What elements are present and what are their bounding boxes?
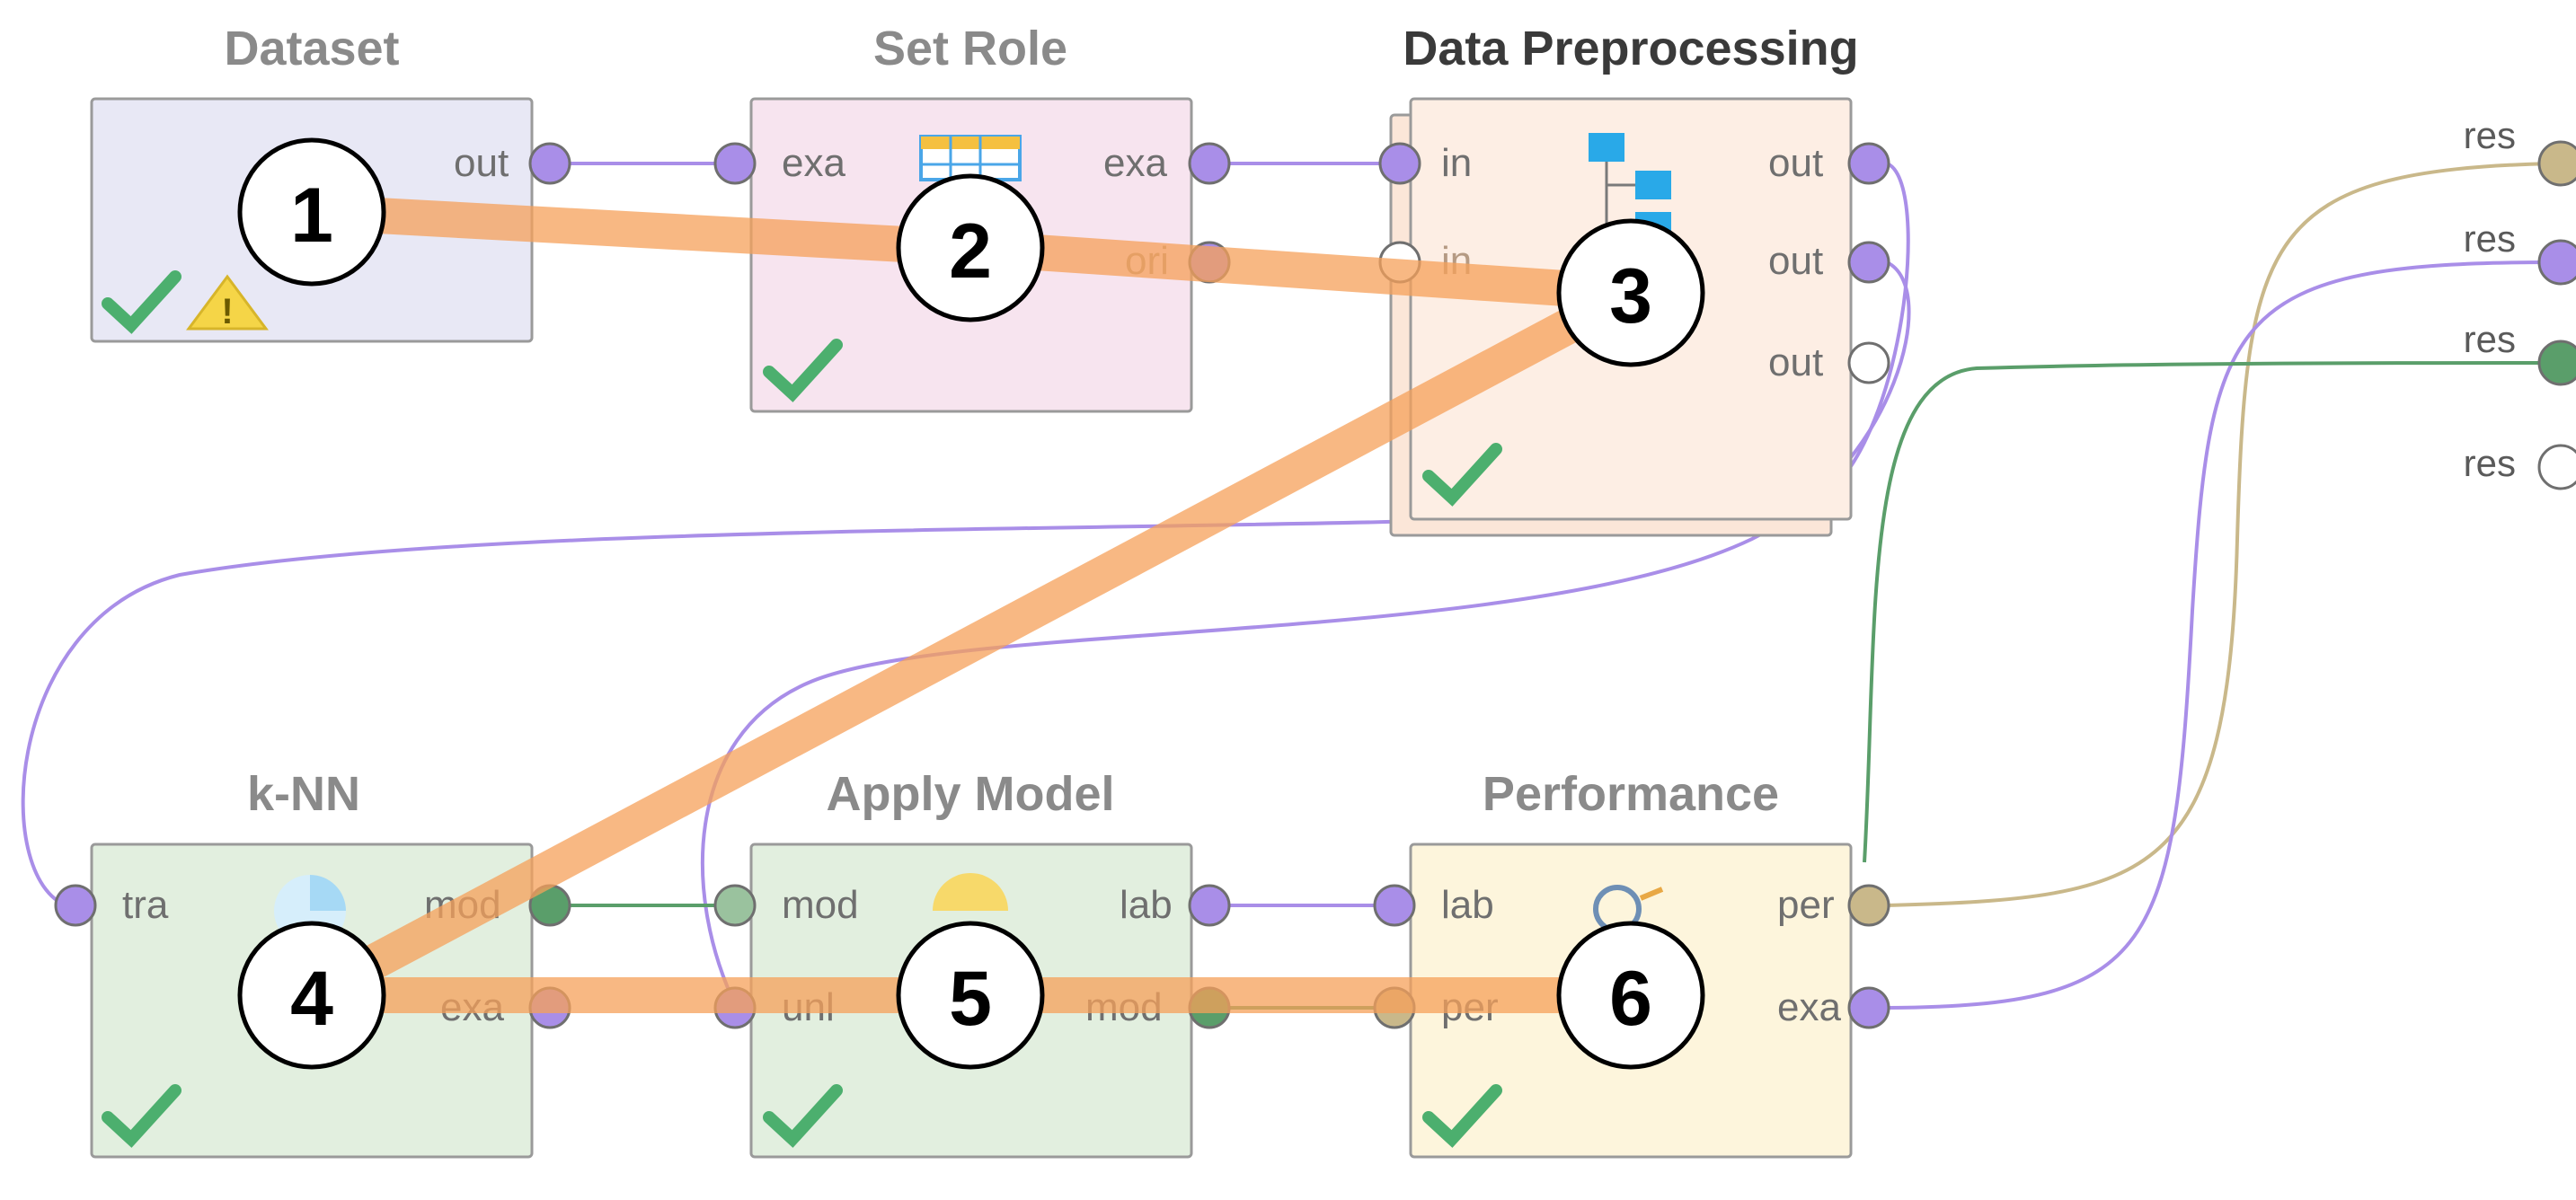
checkmark-icon [1422,443,1502,507]
input-port[interactable] [713,884,757,927]
port-label: lab [1120,883,1173,927]
checkmark-icon [1422,1084,1502,1148]
input-port[interactable] [1378,142,1421,185]
checkmark-icon [102,1084,181,1148]
port-label: out [454,141,509,185]
svg-text:!: ! [221,292,233,331]
step-badge: 3 [1556,218,1705,367]
port-label: exa [1103,141,1167,185]
operator-title: k-NN [247,767,360,821]
port-label: lab [1441,883,1494,927]
step-badge: 4 [237,921,386,1070]
input-port[interactable] [54,884,97,927]
result-port[interactable] [2537,444,2576,490]
step-badge: 1 [237,137,386,287]
svg-text:4: 4 [290,956,333,1042]
wire-performance-per-to-res[interactable] [1886,162,2553,907]
operator-title: Apply Model [827,767,1115,821]
svg-text:2: 2 [949,208,992,295]
output-port[interactable] [1847,341,1890,384]
port-label: tra [122,883,169,927]
result-ports: res res res res [2464,114,2576,490]
checkmark-icon [763,1084,843,1148]
checkmark-icon [763,339,843,402]
port-label: in [1441,141,1472,185]
input-port[interactable] [1373,884,1416,927]
wire-performance-to-res-green[interactable] [1863,361,2553,863]
operator-title: Dataset [224,22,399,75]
port-label: per [1777,883,1835,927]
input-port[interactable] [713,142,757,185]
output-port[interactable] [528,142,571,185]
output-port[interactable] [1188,884,1231,927]
operator-title: Data Preprocessing [1403,22,1858,75]
step-badge: 5 [896,921,1045,1070]
operator-title: Set Role [873,22,1067,75]
svg-text:3: 3 [1609,253,1652,340]
step-badges: 1 2 3 4 5 6 [237,137,1705,1070]
svg-text:6: 6 [1609,956,1652,1042]
result-port[interactable] [2537,140,2576,187]
result-port-label: res [2464,217,2516,260]
step-badge: 2 [896,173,1045,322]
svg-text:5: 5 [949,956,992,1042]
warning-icon: ! [186,274,269,331]
port-label: exa [782,141,845,185]
result-port-label: res [2464,318,2516,360]
svg-text:1: 1 [290,172,333,259]
wire-performance-exa-to-res[interactable] [1886,260,2553,1010]
operator-title: Performance [1483,767,1779,821]
port-label: mod [782,883,859,927]
step-badge: 6 [1556,921,1705,1070]
port-label: exa [1777,985,1841,1029]
model-icon [933,873,1008,911]
output-port[interactable] [1847,986,1890,1029]
execution-flow-highlight [294,194,1649,1013]
output-port[interactable] [1188,142,1231,185]
result-port-label: res [2464,442,2516,484]
checkmark-icon [102,270,181,334]
output-port[interactable] [1847,884,1890,927]
port-label: out [1768,141,1823,185]
table-icon [919,135,1022,181]
port-label: out [1768,340,1823,384]
result-port[interactable] [2537,239,2576,286]
output-port[interactable] [1847,241,1890,284]
result-port[interactable] [2537,340,2576,386]
port-label: out [1768,239,1823,283]
result-port-label: res [2464,114,2516,156]
output-port[interactable] [1847,142,1890,185]
wire-preprocessing-to-knn[interactable] [21,162,1910,909]
